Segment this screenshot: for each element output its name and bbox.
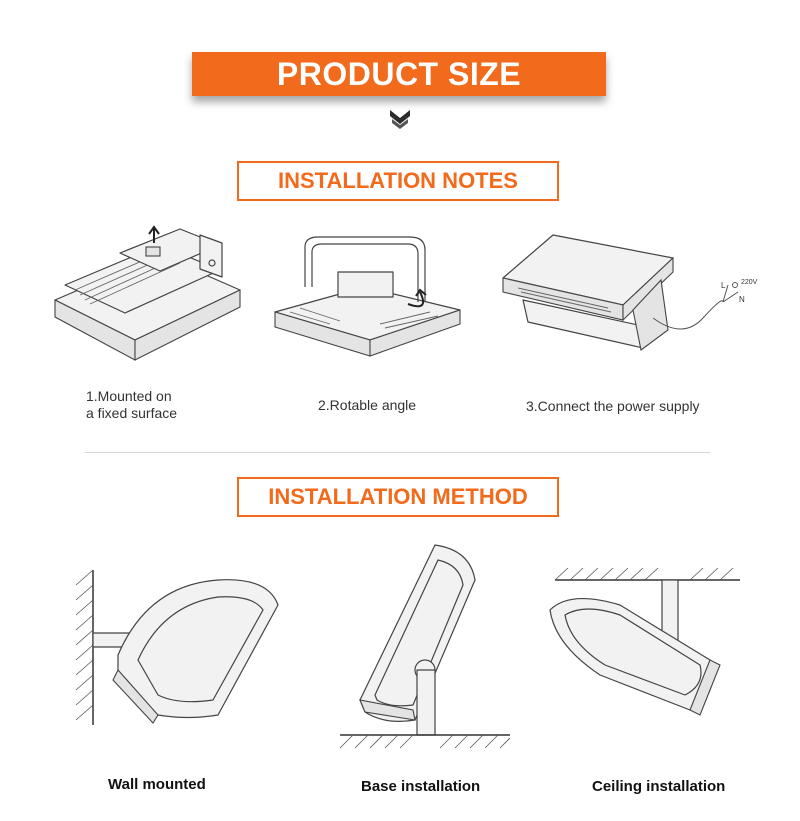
ceiling-installation-illustration [540,565,745,725]
installation-method-heading: INSTALLATION METHOD [237,477,559,517]
installation-method-title: INSTALLATION METHOD [268,484,528,509]
note-caption-3: 3.Connect the power supply [526,398,700,414]
product-size-title: PRODUCT SIZE [276,55,522,92]
wire-label-l: L [721,281,726,290]
product-size-banner: PRODUCT SIZE [192,52,606,96]
wall-mounted-label: Wall mounted [108,776,206,793]
wall-mounted-illustration [68,565,288,735]
note-caption-2: 2.Rotable angle [318,397,417,413]
installation-notes-heading: INSTALLATION NOTES [237,161,559,201]
section-divider [85,452,710,453]
chevron-down-icon [388,108,412,130]
wire-label-n: N [739,295,745,304]
power-supply-illustration: L N 220V [493,230,773,360]
ceiling-installation-label: Ceiling installation [592,778,726,795]
note-caption-1: 1.Mounted on a fixed surface [86,388,178,421]
base-installation-label: Base installation [361,778,481,795]
base-installation-illustration [335,540,515,755]
rotatable-angle-illustration [270,232,465,362]
wire-label-voltage: 220V [741,279,758,286]
installation-notes-title: INSTALLATION NOTES [278,168,518,193]
fixed-surface-illustration [50,215,245,365]
